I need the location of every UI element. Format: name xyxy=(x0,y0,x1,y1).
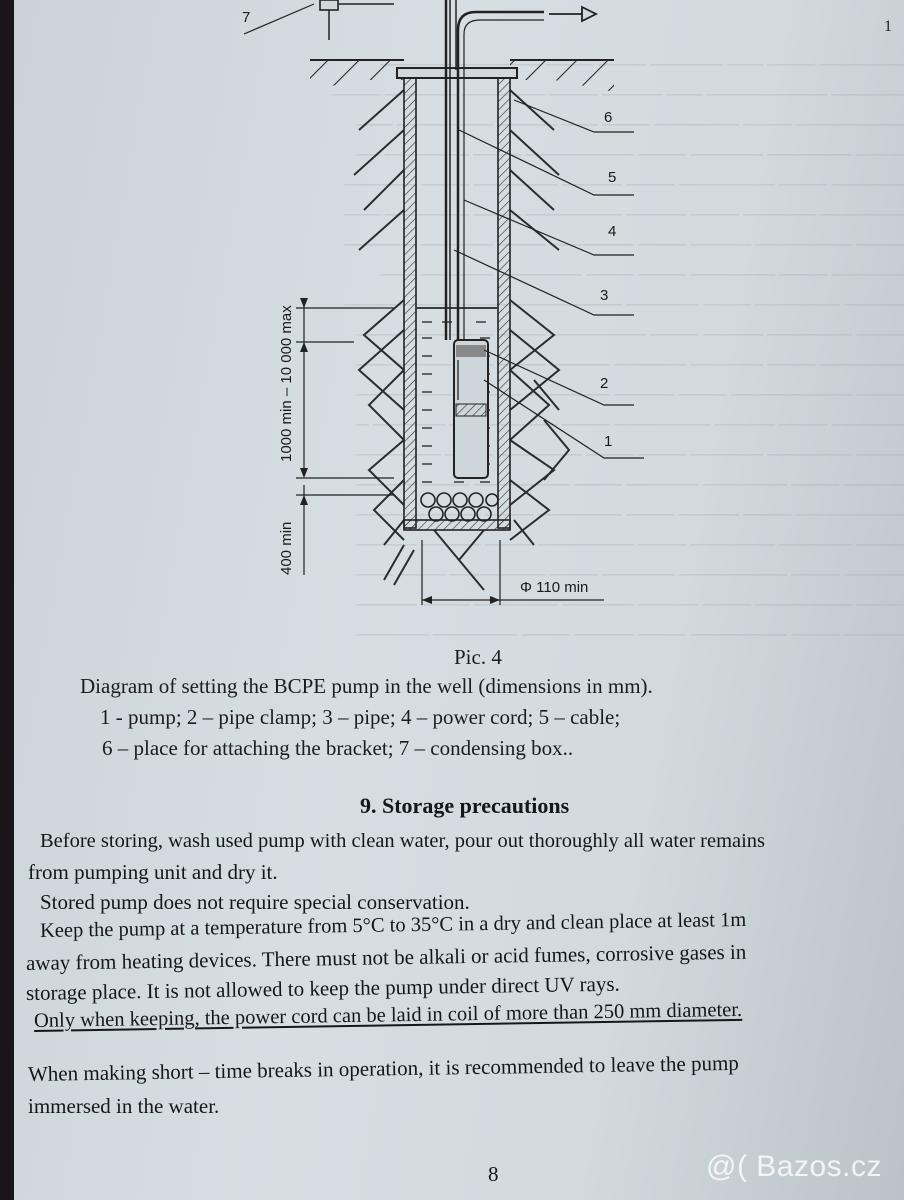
condensing-box xyxy=(243,0,394,40)
page-number: 8 xyxy=(488,1162,499,1186)
paragraph-line-2: from pumping unit and dry it. xyxy=(28,860,278,884)
bazos-watermark: @( Bazos.cz xyxy=(706,1150,882,1183)
flow-arrow xyxy=(549,5,599,23)
paragraph-line-6: storage place. It is not allowed to keep… xyxy=(25,971,620,1005)
callout-leaders xyxy=(453,99,644,459)
callout-1: 1 xyxy=(604,433,612,450)
figure-title: Pic. 4 xyxy=(454,645,502,669)
paragraph-line-3: Stored pump does not require special con… xyxy=(40,890,470,914)
callout-6: 6 xyxy=(604,109,612,126)
manual-page: ─────── ──── ─── ────── ──── ──── ──────… xyxy=(14,0,904,1200)
figure-caption-line-1: Diagram of setting the BCPE pump in the … xyxy=(80,674,653,698)
dimension-depth-label: 1000 min – 10 000 max xyxy=(278,305,295,462)
callout-4: 4 xyxy=(608,223,616,240)
dimension-bottom-label: 400 min xyxy=(278,522,295,575)
dimension-lines xyxy=(296,298,604,605)
soil-hatching xyxy=(353,89,571,591)
corner-page-mark: 1 xyxy=(884,18,892,35)
callout-2: 2 xyxy=(600,375,608,392)
paragraph-line-1: Before storing, wash used pump with clea… xyxy=(40,830,766,852)
paragraph-line-9: immersed in the water. xyxy=(28,1094,220,1118)
section-heading: 9. Storage precautions xyxy=(360,793,570,818)
callout-7: 7 xyxy=(242,9,250,26)
callout-5: 5 xyxy=(608,169,616,186)
paragraph-line-8: When making short – time breaks in opera… xyxy=(27,1050,739,1086)
callout-3: 3 xyxy=(600,287,608,304)
suspension-lines xyxy=(444,0,544,340)
pump-body xyxy=(453,339,489,479)
dimension-diameter-label: Φ 110 min xyxy=(520,579,588,596)
figure-caption-line-2: 1 - pump; 2 – pipe clamp; 3 – pipe; 4 – … xyxy=(100,705,621,729)
well-diagram: 7 6 5 4 3 2 1 xyxy=(242,0,644,605)
gravel-bed xyxy=(420,492,499,522)
dimension-arrows xyxy=(300,298,500,604)
paragraph-line-5: away from heating devices. There must no… xyxy=(25,939,747,975)
ground-surface xyxy=(310,59,614,92)
figure-caption-line-3: 6 – place for attaching the bracket; 7 –… xyxy=(102,736,574,760)
